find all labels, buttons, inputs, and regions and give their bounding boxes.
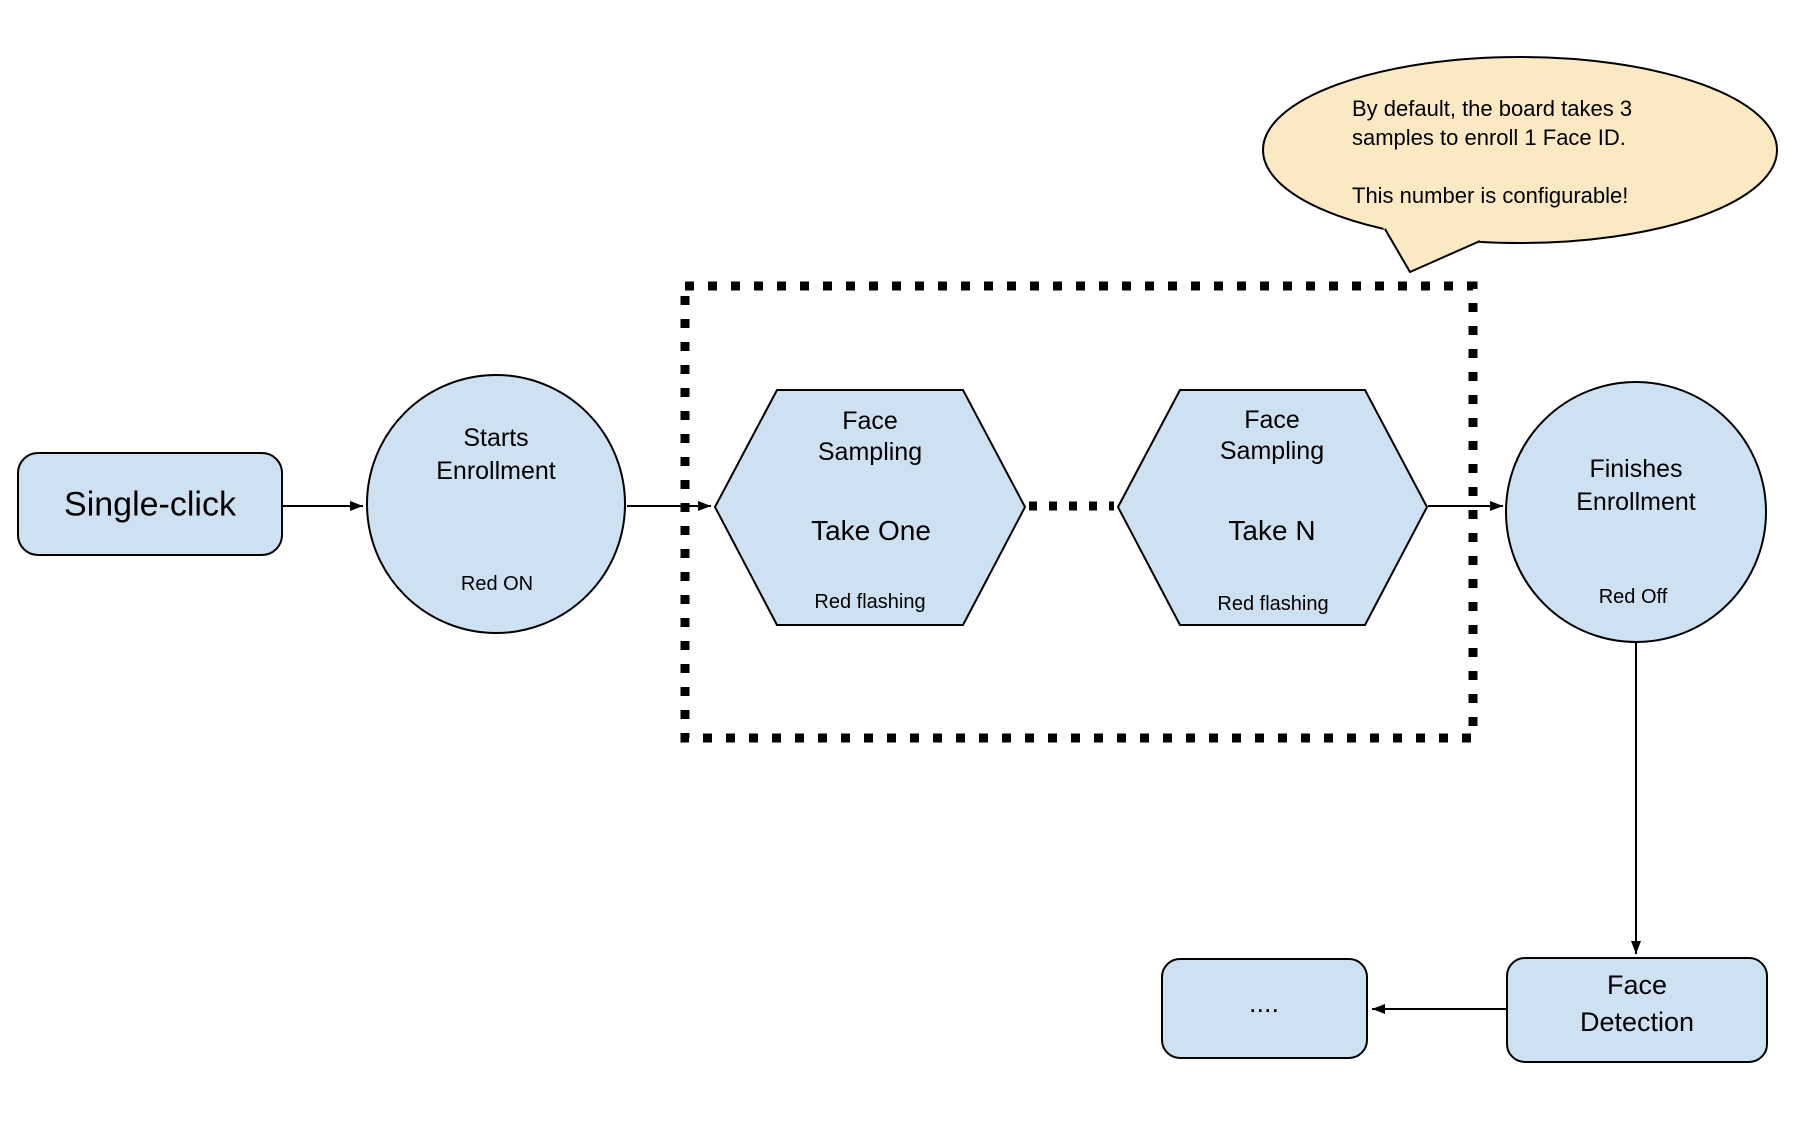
starts-enrollment-status: Red ON bbox=[460, 573, 534, 595]
face-sampling-last-status: Red flashing bbox=[1217, 593, 1329, 615]
starts-enrollment-node bbox=[366, 374, 626, 634]
continuation-label: .... bbox=[1248, 987, 1280, 1018]
single-click-node bbox=[17, 452, 283, 556]
callout-tail-outline bbox=[1384, 228, 1481, 274]
single-click-label: Single-click bbox=[64, 485, 236, 524]
finishes-enrollment-node bbox=[1505, 381, 1767, 643]
face-sampling-last-node bbox=[1116, 389, 1429, 626]
finishes-enrollment-status: Red Off bbox=[1598, 586, 1668, 608]
face-detection-label: Face Detection bbox=[1579, 970, 1695, 1037]
face-sampling-last-step: Take N bbox=[1228, 515, 1316, 547]
face-sampling-first-status: Red flashing bbox=[814, 591, 926, 613]
starts-enrollment-title: Starts Enrollment bbox=[436, 424, 556, 485]
face-sampling-first-title: Face Sampling bbox=[817, 407, 923, 466]
face-sampling-last-title: Face Sampling bbox=[1219, 406, 1325, 465]
callout-text: By default, the board takes 3 samples to… bbox=[1352, 96, 1633, 208]
continuation-node bbox=[1161, 958, 1368, 1059]
callout-tail-fill bbox=[1383, 228, 1481, 273]
callout-bubble bbox=[1262, 56, 1778, 244]
finishes-enrollment-title: Finishes Enrollment bbox=[1576, 455, 1696, 516]
sampling-group-dotted-border bbox=[680, 281, 1478, 743]
face-sampling-first-node bbox=[713, 389, 1027, 626]
face-sampling-first-step: Take One bbox=[811, 515, 931, 547]
